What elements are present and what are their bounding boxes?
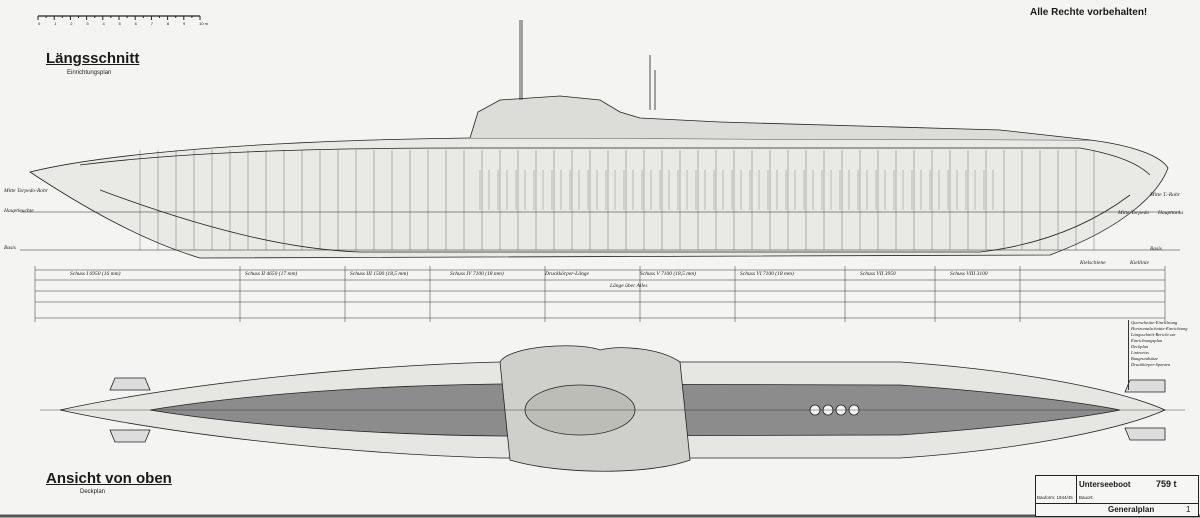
legend-item: Horizontalschnitte-Einrichtung [1131, 326, 1188, 331]
legend-item: Querschnitte-Einrichtung [1131, 320, 1178, 325]
dim-label: Schuss VIII 3100 [950, 271, 988, 277]
side-label: Haupttanks [1158, 210, 1184, 216]
plan-title: Generalplan [1108, 505, 1155, 514]
dim-label: Schuss VI 7100 (18 mm) [740, 271, 794, 277]
scale-label: 6 [134, 21, 137, 26]
side-label: Mitte Torpedo [1118, 210, 1150, 216]
side-view-subtitle: Einrichtungsplan [67, 70, 112, 76]
scale-label: 2 [70, 21, 73, 26]
scale-label: 4 [102, 21, 105, 26]
scale-label: 1 [54, 21, 57, 26]
rights-notice: Alle Rechte vorbehalten! [1030, 7, 1148, 18]
top-view-hull [40, 345, 1185, 472]
side-label: Kielschiene [1080, 260, 1106, 266]
bauort: Bauort: [1079, 495, 1094, 500]
legend-item: Längsschnitt-Bericht zur Einrichtungspla… [1131, 332, 1176, 343]
tonnage: 759 t [1156, 479, 1177, 489]
legend-item: Linienriss [1131, 350, 1150, 355]
side-label: Basis [1150, 246, 1162, 252]
side-label: Mitte T.-Rohr [1150, 192, 1180, 198]
scale-label: 5 [118, 21, 121, 26]
scale-bar [37, 15, 201, 20]
legend-item: Deckplan [1131, 344, 1149, 349]
boat-type: Unterseeboot [1079, 480, 1131, 489]
dimension-lines [34, 266, 1166, 322]
scale-bar-labels: 0 1 2 3 4 5 6 7 8 9 10 m [38, 21, 208, 26]
side-label: Basis [4, 245, 16, 251]
sheet-number: 1 [1186, 505, 1191, 514]
bauform: Bauform: 1944/45 [1037, 495, 1073, 500]
dim-label: Schuss VII 3950 [860, 271, 896, 277]
legend-item: Druckkörper-Spanten [1131, 362, 1171, 367]
dim-label: Schuss V 7100 (18,5 mm) [640, 271, 696, 277]
title-block: Bauform: 1944/45 Unterseeboot 759 t Bauo… [1035, 475, 1199, 517]
side-label: Mitte Torpedo-Rohr [4, 188, 48, 194]
scale-label: 0 [38, 21, 41, 26]
scale-label: 9 [182, 21, 186, 26]
scale-label: 8 [166, 21, 170, 26]
scale-label: 3 [86, 21, 89, 26]
side-label: Kiellinie [1130, 260, 1149, 266]
side-view-title: Längsschnitt [46, 50, 140, 67]
dim-label: Schuss I 6950 (16 mm) [70, 271, 121, 277]
legend-item: Baugrundsätze [1131, 356, 1158, 361]
side-view-hull [20, 20, 1180, 259]
dim-label: Schuss IV 7100 (18 mm) [450, 271, 504, 277]
top-view-subtitle: Deckplan [80, 489, 106, 495]
dim-label: Länge über Alles [610, 283, 648, 289]
scale-label: 7 [150, 21, 153, 26]
dim-label: Schuss II 4650 (17 mm) [245, 271, 298, 277]
side-label: Hauptleuchte [4, 208, 34, 214]
scale-label: 10 m [199, 21, 208, 26]
top-view-title: Ansicht von oben [46, 470, 172, 487]
dim-label: Schuss III 1500 (18,5 mm) [350, 271, 409, 277]
dim-label: Druckkörper-Länge [545, 271, 589, 277]
